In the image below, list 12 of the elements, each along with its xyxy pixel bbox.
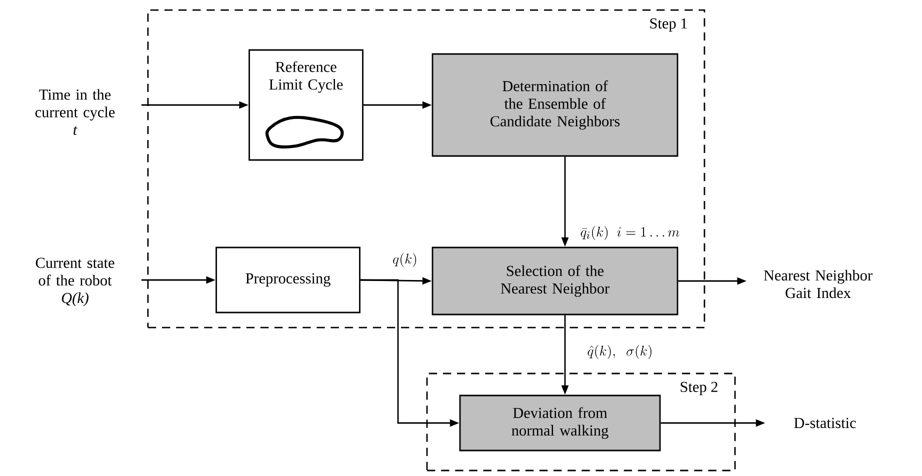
io-label: Current state of the robot Q(k) [36,258,114,306]
edge-label: $\hat{q}(k),\;\; \sigma(k)$ [586,344,654,360]
process-box: Determination of the Ensemble of Candidate Neighbors [432,53,678,157]
io-label: Time in the current cycle t [35,89,115,135]
process-box: Preprocessing [216,246,360,314]
process-box: Selection of the Nearest Neighbor [432,246,678,316]
edge-label: $\bar{q}_i(k)\;\; i=1\ldots m$ [579,224,681,242]
process-box: Deviation from normal walking [459,394,661,452]
io-label: D-statistic [794,418,856,428]
io-label: Nearest Neighbor Gait Index [764,270,872,298]
process-box: Reference Limit Cycle [248,49,364,161]
edge-label: $q(k)$ [391,252,419,268]
